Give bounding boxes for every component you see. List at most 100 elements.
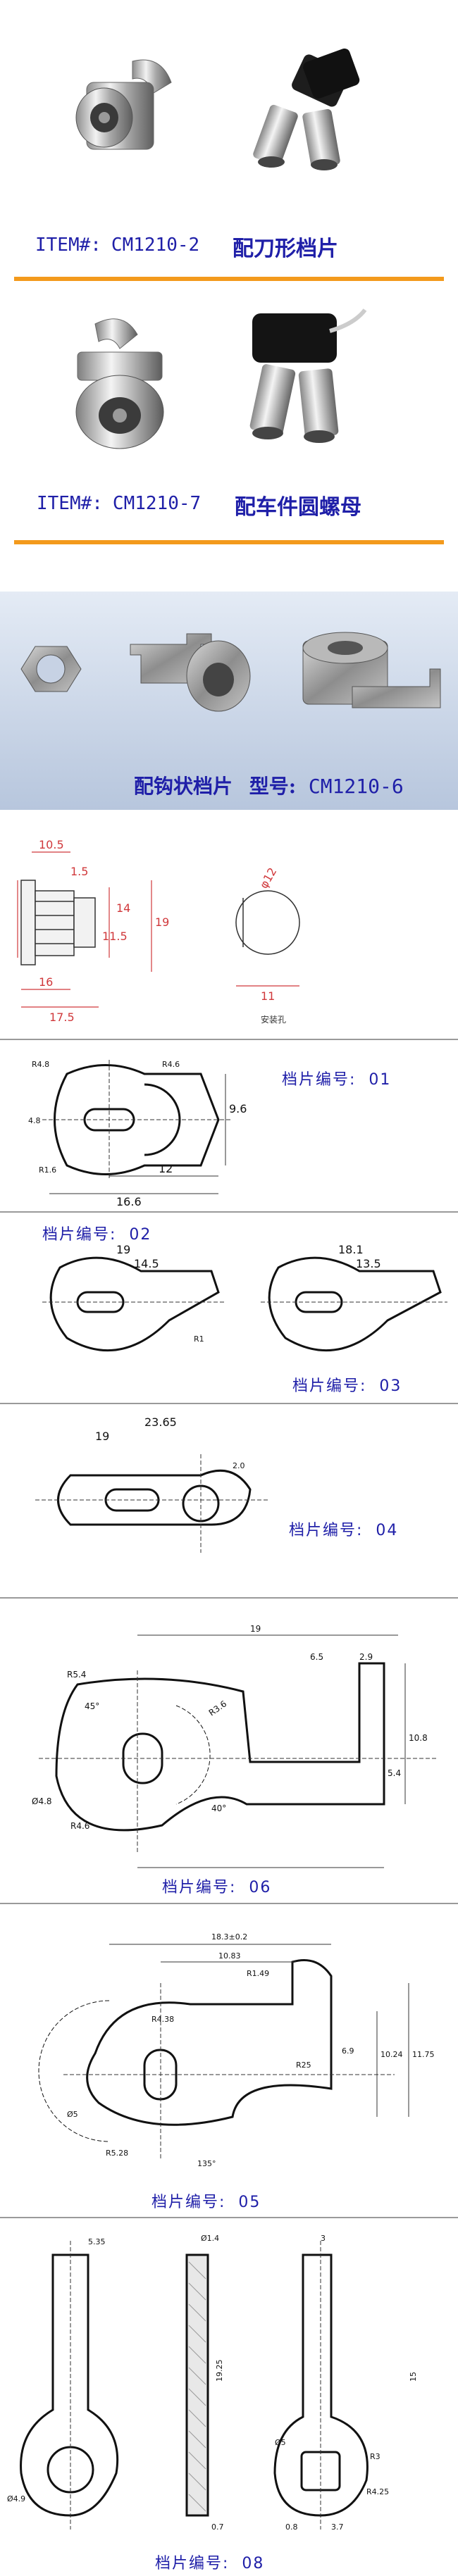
dim-label: 13.5 — [356, 1257, 381, 1270]
piece-number: 06 — [249, 1879, 272, 1896]
cam-lock-image — [75, 318, 164, 449]
product-cm1210-2: ITEM#:CM1210-2 配刀形档片 — [0, 0, 458, 281]
tubular-keys-image — [249, 308, 367, 443]
dim-label: R1.49 — [247, 1969, 269, 1978]
dim-label: R4.8 — [32, 1060, 49, 1069]
piece-number: 02 — [129, 1226, 152, 1244]
piece-06-drawing: 19 6.5 2.9 R5.4 R3.6 Ø4.8 R4.6 10.8 5.4 … — [0, 1600, 458, 1901]
dim-label: 19.25 — [215, 2360, 224, 2382]
dim-label: 0.8 — [285, 2522, 298, 2532]
cam-lock-image — [75, 59, 172, 150]
dim-label: 17.5 — [49, 1011, 75, 1024]
piece-number-label: 档片编号: 06 — [162, 1875, 271, 1897]
piece-label-text: 档片编号: — [292, 1377, 367, 1395]
dim-label: 14 — [116, 901, 130, 915]
keys-photo — [224, 303, 376, 458]
piece-number: 04 — [376, 1522, 399, 1539]
dim-label: R3 — [370, 2452, 380, 2461]
dim-label: 18.3±0.2 — [211, 1932, 247, 1942]
dim-label: 19 — [95, 1430, 109, 1443]
drawing-caption: 安装孔 — [261, 1014, 286, 1025]
dim-label: 11.5 — [102, 930, 128, 943]
piece-label-text: 档片编号: — [282, 1071, 357, 1089]
dim-label: 40° — [211, 1803, 226, 1813]
lock-photo — [48, 44, 192, 174]
piece-svg: 5.35 Ø1.4 3 19.25 15 Ø5 R4.25 R3 Ø4.9 0.… — [7, 2234, 418, 2532]
separator — [0, 1903, 458, 1904]
dim-label: 15 — [409, 2372, 418, 2382]
dim-label: 23.65 — [144, 1415, 177, 1429]
item-prefix: ITEM#: — [37, 493, 103, 514]
dim-label: 9.6 — [229, 1102, 247, 1115]
keys-photo — [222, 44, 373, 174]
dim-label: 5.35 — [88, 2237, 106, 2246]
item-model: CM1210-2 — [111, 235, 200, 256]
separator — [0, 2217, 458, 2218]
dim-label: 11 — [261, 989, 275, 1003]
piece-label-text: 档片编号: — [289, 1522, 364, 1539]
dim-label: 10.24 — [380, 2050, 403, 2059]
dim-label: 2.0 — [233, 1461, 245, 1470]
item-number: ITEM#:CM1210-2 — [35, 235, 199, 256]
product-description: 配车件圆螺母 — [235, 495, 361, 520]
dim-label: R4.25 — [366, 2487, 389, 2496]
dim-label: R25 — [296, 2061, 311, 2070]
item-number: ITEM#:CM1210-7 — [37, 493, 201, 514]
hook-model-prefix: 型号: — [249, 775, 297, 798]
dim-label: Ø5 — [67, 2110, 78, 2119]
dim-label: Ø4.9 — [7, 2494, 25, 2503]
dim-label: 11.75 — [412, 2050, 435, 2059]
piece-01-drawing: R4.8 4.8 R1.6 R4.6 9.6 12 16.6 档片编号: 01 — [0, 1042, 458, 1211]
dim-label: 0.7 — [211, 2522, 224, 2532]
dim-label: 1.5 — [70, 865, 88, 878]
piece-svg: R4.8 4.8 R1.6 R4.6 9.6 12 16.6 — [28, 1060, 247, 1208]
separator — [0, 1211, 458, 1213]
dim-label: 18.1 — [338, 1243, 364, 1256]
dimension-svg: 10.5 1.5 14 19 11.5 16 17.5 φ12 11 安装孔 — [17, 838, 300, 1025]
dim-label: Ø5 — [275, 2438, 286, 2447]
dim-label: 10.5 — [39, 838, 64, 851]
piece-number: 03 — [379, 1377, 402, 1395]
dim-label: 19 — [155, 915, 169, 929]
dim-label: 3 — [321, 2234, 326, 2243]
piece-label-text: 档片编号: — [42, 1226, 117, 1244]
piece-number-label: 档片编号: 03 — [292, 1373, 402, 1396]
piece-label-text: 档片编号: — [155, 2555, 230, 2572]
hook-parts-photo — [20, 632, 441, 712]
hook-description: 配钩状档片 型号: CM1210-6 — [134, 771, 404, 799]
product-cm1210-7: ITEM#:CM1210-7 配车件圆螺母 — [0, 282, 458, 546]
dim-label: 135° — [197, 2159, 216, 2168]
hook-desc-text: 配钩状档片 — [134, 775, 233, 798]
tubular-keys-image — [253, 48, 360, 170]
section-divider — [14, 277, 444, 281]
dim-label: Ø1.4 — [201, 2234, 219, 2243]
product-description: 配刀形档片 — [233, 237, 338, 261]
piece-number-label: 档片编号: 02 — [42, 1222, 151, 1244]
section-divider — [14, 540, 444, 544]
piece-08-drawing: 5.35 Ø1.4 3 19.25 15 Ø5 R4.25 R3 Ø4.9 0.… — [0, 2220, 458, 2576]
piece-05-drawing: 18.3±0.2 10.83 R1.49 R4.38 Ø5 R5.28 R25 … — [0, 1906, 458, 2217]
dim-label: R5.4 — [67, 1670, 86, 1680]
dim-label: 16 — [39, 975, 53, 989]
hook-banner: 配钩状档片 型号: CM1210-6 — [0, 592, 458, 810]
dim-label: 19 — [250, 1624, 261, 1634]
piece-number: 08 — [242, 2555, 265, 2572]
piece-label-text: 档片编号: — [162, 1879, 237, 1896]
piece-svg: 19 14.5 R1 18.1 13.5 — [42, 1243, 447, 1351]
dim-label: 10.8 — [409, 1733, 428, 1743]
separator — [0, 1403, 458, 1404]
piece-number-label: 档片编号: 08 — [155, 2551, 264, 2573]
dim-label: 45° — [85, 1701, 99, 1711]
dim-label: 3.7 — [331, 2522, 344, 2532]
piece-svg: 18.3±0.2 10.83 R1.49 R4.38 Ø5 R5.28 R25 … — [38, 1932, 435, 2168]
separator — [0, 1597, 458, 1599]
hook-model: CM1210-6 — [308, 775, 404, 798]
piece-label-text: 档片编号: — [151, 2194, 226, 2211]
dim-label: 19 — [116, 1243, 130, 1256]
dim-label: 10.83 — [218, 1951, 241, 1961]
piece-04-drawing: 23.65 19 2.0 档片编号: 04 — [0, 1405, 458, 1592]
dim-label: 5.4 — [388, 1768, 401, 1778]
dim-label: 6.9 — [342, 2046, 354, 2056]
dim-label: Ø4.8 — [32, 1796, 52, 1806]
piece-number: 01 — [369, 1071, 392, 1089]
